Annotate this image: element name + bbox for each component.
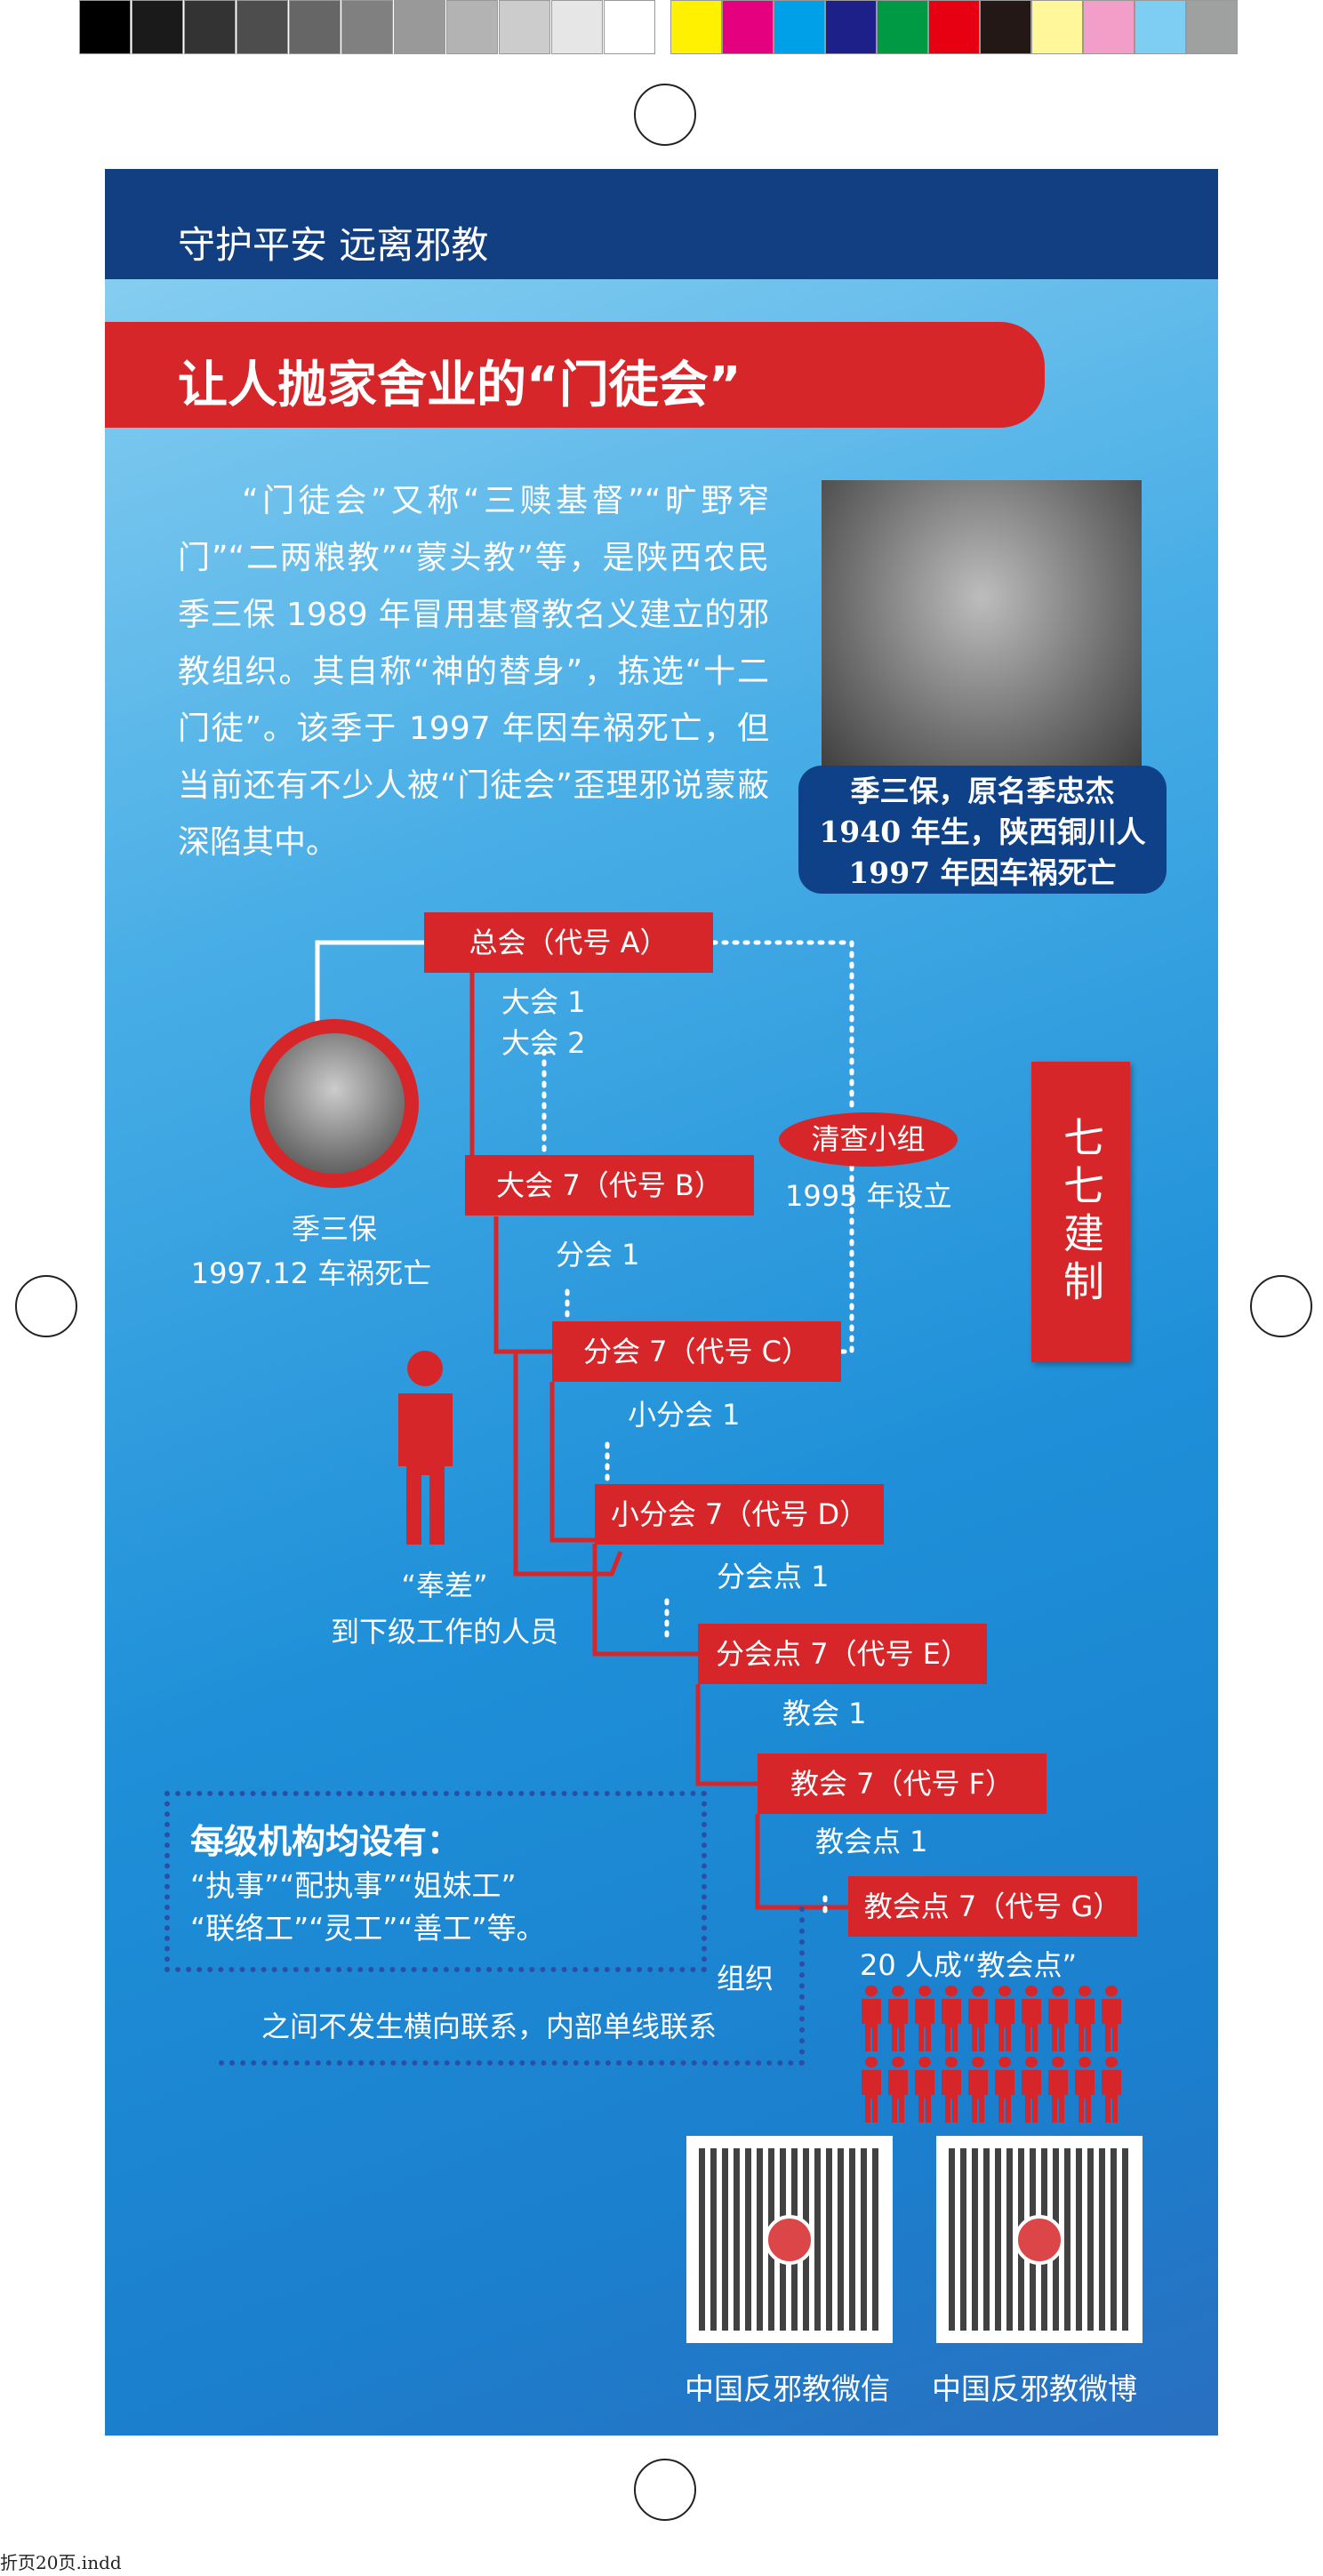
person-icon — [862, 2056, 881, 2123]
registration-mark-left — [15, 1275, 77, 1337]
logo-icon — [1014, 2214, 1064, 2265]
org-level-f: 教会 7（代号 F） — [758, 1753, 1046, 1814]
poster: 守护平安 远离邪教 让人抛家舍业的“门徒会” “门徒会”又称“三赎基督”“旷野窄… — [105, 169, 1218, 2436]
note-heading: 每级机构均设有： — [190, 1822, 461, 1861]
gray-swatch — [551, 0, 603, 54]
org-level-d: 小分会 7（代号 D） — [595, 1484, 884, 1545]
envoy-label: “奉差” — [401, 1569, 488, 1602]
person-icon — [1075, 2056, 1094, 2123]
sub-label: 分会 1 — [556, 1238, 640, 1272]
person-icon — [1022, 2056, 1041, 2123]
sub-label: 大会 2 — [501, 1026, 586, 1060]
gray-swatch — [446, 0, 498, 54]
gray-swatch — [237, 0, 288, 54]
color-swatch — [722, 0, 774, 54]
gray-swatch — [184, 0, 236, 54]
wechat-qr-code[interactable] — [686, 2136, 893, 2343]
note-box — [164, 1791, 707, 1972]
registration-mark-right — [1250, 1275, 1312, 1337]
color-swatch — [877, 0, 928, 54]
gray-swatch — [394, 0, 445, 54]
person-icon — [862, 1985, 881, 2051]
person-icon — [942, 1985, 961, 2051]
person-icon — [1075, 1985, 1094, 2051]
link-text: 之间不发生横向联系，内部单线联系 — [261, 2010, 718, 2043]
caption-line: 1997 年因车祸死亡 — [848, 855, 1117, 890]
logo-icon — [765, 2214, 814, 2265]
note-roles-1: “执事”“配执事”“姐妹工” — [190, 1868, 517, 1903]
person-icon — [915, 2056, 934, 2123]
person-icon — [888, 1985, 908, 2051]
person-icon — [915, 1985, 934, 2051]
header-band: 守护平安 远离邪教 — [105, 169, 1218, 279]
system-label: 七七建制 — [1031, 1062, 1130, 1362]
person-icon — [968, 1985, 988, 2051]
color-swatch — [1031, 0, 1083, 54]
people-grid — [860, 1985, 1127, 2127]
color-swatch — [825, 0, 877, 54]
founder-portrait — [250, 1019, 419, 1188]
org-level-a: 总会（代号 A） — [424, 912, 713, 973]
color-swatch — [1135, 0, 1186, 54]
caption-line: 1940 年生，陕西铜川人 — [819, 815, 1146, 849]
bottom-label: 20 人成“教会点” — [860, 1948, 1078, 1982]
person-icon — [995, 1985, 1014, 2051]
gray-swatch — [604, 0, 655, 54]
org-level-c: 分会 7（代号 C） — [552, 1321, 841, 1382]
person-icon — [995, 2056, 1014, 2123]
color-swatch — [1083, 0, 1135, 54]
org-level-b: 大会 7（代号 B） — [465, 1155, 754, 1216]
gray-swatch — [289, 0, 341, 54]
gray-swatch — [499, 0, 550, 54]
color-swatch — [774, 0, 825, 54]
file-footer: 折页20页.indd — [0, 2552, 122, 2573]
note-roles-2: “联络工”“灵工”“善工”等。 — [190, 1911, 546, 1946]
person-icon — [1048, 1985, 1068, 2051]
person-icon — [1048, 2056, 1068, 2123]
founder-name: 季三保 — [291, 1212, 377, 1246]
registration-mark-top — [634, 84, 696, 146]
org-level-e: 分会点 7（代号 E） — [698, 1624, 987, 1684]
person-icon — [398, 1351, 453, 1545]
color-swatch — [670, 0, 722, 54]
title-banner: 让人抛家舍业的“门徒会” — [105, 322, 1045, 428]
sub-label: 小分会 1 — [628, 1398, 741, 1432]
gray-swatch — [132, 0, 183, 54]
registration-mark-bottom — [634, 2459, 696, 2521]
founder-death: 1997.12 车祸死亡 — [190, 1256, 432, 1290]
gray-swatch — [341, 0, 393, 54]
sub-label: 教会 1 — [782, 1697, 867, 1730]
sub-label: 大会 1 — [501, 985, 586, 1019]
person-icon — [968, 2056, 988, 2123]
wechat-label: 中国反邪教微信 — [685, 2371, 890, 2406]
person-icon — [1102, 2056, 1121, 2123]
inspection-group-badge: 清查小组 — [779, 1112, 958, 1167]
link-box — [219, 1906, 805, 2066]
color-swatch — [980, 0, 1031, 54]
gray-swatch — [79, 0, 131, 54]
page-title: 让人抛家舍业的“门徒会” — [178, 357, 742, 414]
caption-line: 季三保，原名季忠杰 — [850, 774, 1115, 808]
intro-paragraph: “门徒会”又称“三赎基督”“旷野窄门”“二两粮教”“蒙头教”等，是陕西农民季三保… — [178, 483, 769, 861]
weibo-label: 中国反邪教微博 — [932, 2371, 1137, 2406]
sub-label: 分会点 1 — [717, 1560, 830, 1593]
color-swatch — [928, 0, 980, 54]
envoy-desc: 到下级工作的人员 — [330, 1615, 558, 1649]
org-level-g: 教会点 7（代号 G） — [848, 1876, 1137, 1937]
weibo-qr-code[interactable] — [936, 2136, 1143, 2343]
photo-caption: 季三保，原名季忠杰 1940 年生，陕西铜川人 1997 年因车祸死亡 — [798, 766, 1167, 894]
founder-photo — [822, 480, 1142, 774]
slogan: 守护平安 远离邪教 — [178, 223, 489, 267]
color-swatch — [1186, 0, 1238, 54]
inspection-year: 1995 年设立 — [785, 1179, 952, 1213]
sub-label: 教会点 1 — [815, 1825, 928, 1858]
org-label: 组织 — [717, 1962, 774, 1995]
person-icon — [1102, 1985, 1121, 2051]
person-icon — [888, 2056, 908, 2123]
person-icon — [1022, 1985, 1041, 2051]
person-icon — [942, 2056, 961, 2123]
